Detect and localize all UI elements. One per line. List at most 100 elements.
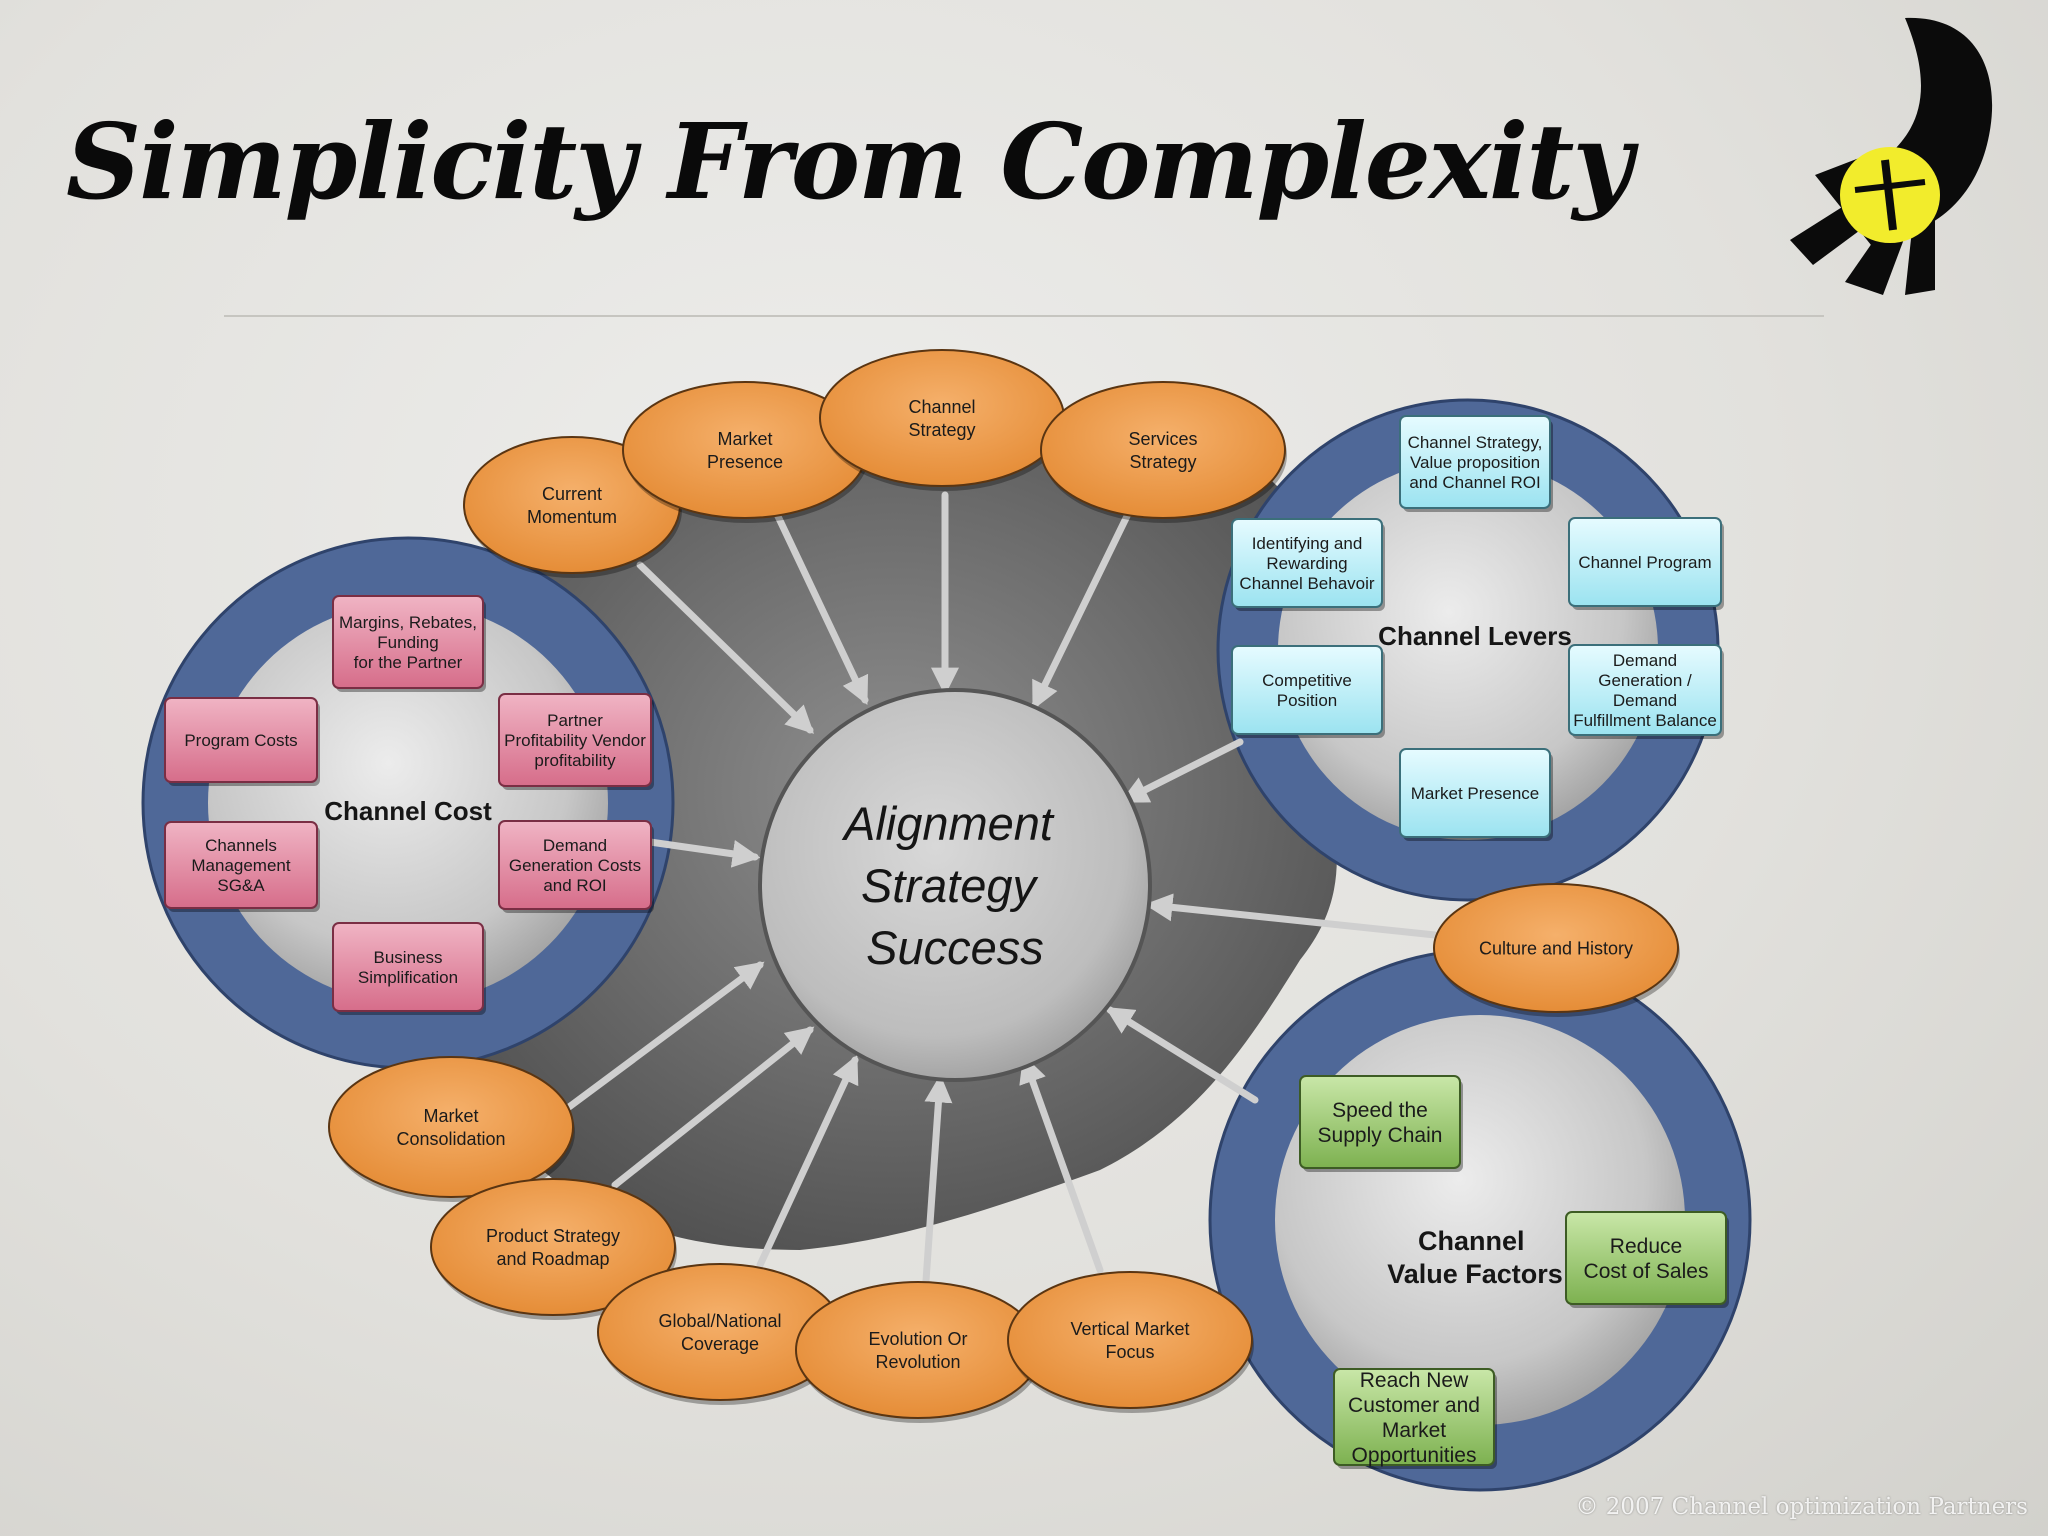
node-label-line: Reach New: [1360, 1369, 1469, 1392]
node-label-line: Generation Costs: [509, 856, 641, 875]
arrow-evolution: [921, 1074, 953, 1299]
node-label: Market Presence: [1411, 784, 1540, 803]
node-label-line: Evolution Or: [868, 1329, 967, 1349]
node-label-line: Opportunities: [1352, 1444, 1477, 1467]
node-label-line: Cost of Sales: [1584, 1260, 1709, 1283]
node-label-line: Simplification: [358, 968, 458, 987]
copyright-notice: © 2007 Channel optimization Partners: [1575, 1494, 2028, 1520]
arrow-culture-history: [1144, 893, 1439, 939]
center-node: Alignment Strategy Success: [758, 688, 1152, 1082]
channel-levers-label: Channel Levers: [1378, 621, 1572, 651]
svg-text:Alignment Strategy: Alignment Strategy Success: [841, 797, 1066, 974]
node-label-line: Channel Behavoir: [1239, 574, 1374, 593]
node-label-line: Position: [1277, 691, 1337, 710]
oval-factor-8[interactable]: Evolution Or Revolution: [795, 1281, 1042, 1423]
node-label-line: Identifying and: [1252, 534, 1363, 553]
channel-cost-label: Channel Cost: [324, 796, 492, 826]
arrow-layer: [561, 491, 1439, 1299]
node-label-line: Margins, Rebates,: [339, 613, 477, 632]
node-label-line: Current: [542, 484, 602, 504]
node-label: Channel Program: [1578, 553, 1711, 572]
value-label-line-2: Value Factors: [1387, 1259, 1563, 1289]
arrow-market-consolidation: [561, 961, 765, 1114]
levers-box-2[interactable]: Channel Program: [1568, 517, 1724, 610]
node-label-line: Fulfillment Balance: [1573, 711, 1717, 730]
arrow-global-national: [756, 1054, 859, 1269]
node-label-line: and Channel ROI: [1409, 473, 1540, 492]
node-label: Program Costs: [184, 731, 297, 750]
node-label-line: Reduce: [1610, 1235, 1682, 1258]
node-label-line: Global/National: [658, 1311, 781, 1331]
node-label-line: Profitability Vendor: [504, 731, 646, 750]
node-label-line: Strategy: [908, 420, 975, 440]
node-label-line: Funding: [377, 633, 438, 652]
cost-box-1[interactable]: Program Costs: [164, 697, 320, 786]
node-label-line: Demand: [1613, 691, 1677, 710]
node-label-line: SG&A: [217, 876, 265, 895]
slide-title: Simplicity From Complexity: [66, 100, 1633, 223]
node-label-line: Market Presence: [1411, 784, 1540, 803]
levers-box-5[interactable]: Market Presence: [1399, 748, 1553, 841]
node-label-line: Coverage: [681, 1334, 759, 1354]
arrow-vertical-market: [1019, 1054, 1104, 1274]
node-label-line: profitability: [534, 751, 616, 770]
node-label-line: and ROI: [543, 876, 606, 895]
arrow-current-momentum: [636, 561, 815, 734]
arrow-product-strategy: [611, 1026, 815, 1189]
center-line-3: Success: [866, 921, 1044, 974]
arrow-channel-value: [1105, 1006, 1259, 1104]
node-label-line: Demand: [1613, 651, 1677, 670]
title-divider: [224, 315, 1824, 317]
value-label-line-1: Channel: [1418, 1226, 1525, 1256]
node-label-line: Product Strategy: [486, 1226, 620, 1246]
node-label-line: Revolution: [875, 1352, 960, 1372]
node-label-line: Market: [717, 429, 772, 449]
node-label-line: Market: [423, 1106, 478, 1126]
node-label-line: Supply Chain: [1318, 1124, 1443, 1147]
oval-factor-4[interactable]: Culture and History: [1433, 883, 1680, 1017]
node-label-line: Vertical Market: [1070, 1319, 1189, 1339]
node-label-line: Generation /: [1598, 671, 1692, 690]
node-label: Evolution Or Revolution: [868, 1329, 967, 1372]
node-label-line: Rewarding: [1266, 554, 1347, 573]
node-label: Culture and History: [1479, 938, 1633, 958]
arrow-market-presence: [771, 506, 869, 706]
